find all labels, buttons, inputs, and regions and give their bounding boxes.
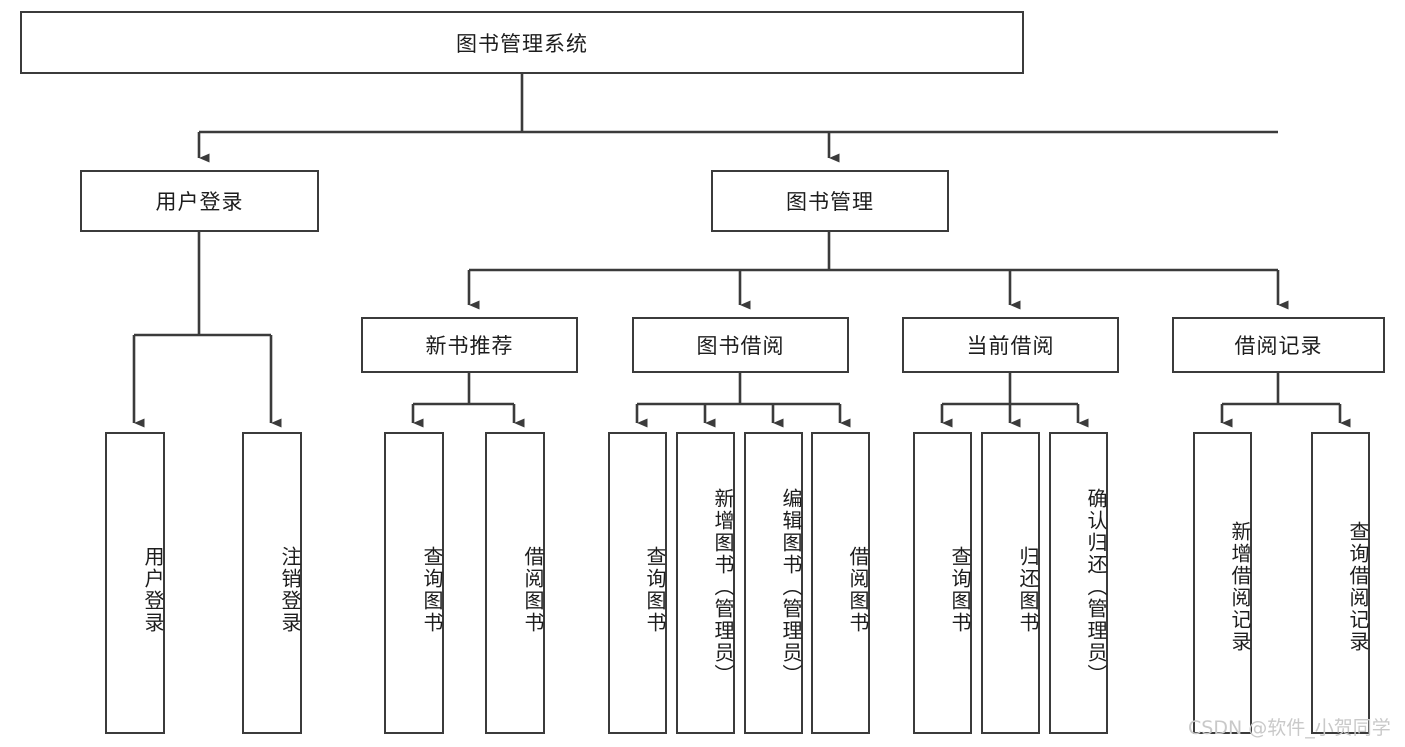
leaf-user-login-signout[interactable]: 注销登录 xyxy=(242,432,302,734)
watermark-text: CSDN @软件_小贺同学 xyxy=(1188,717,1391,739)
node-label: 当前借阅 xyxy=(966,334,1055,358)
leaf-book-borrow-borrow[interactable]: 借阅图书 xyxy=(811,432,870,734)
leaf-book-borrow-add[interactable]: 新增图书（管理员） xyxy=(676,432,735,734)
node-borrow-record[interactable]: 借阅记录 xyxy=(1172,317,1385,373)
node-label: 归还图书 xyxy=(1016,546,1040,634)
node-label: 编辑图书（管理员） xyxy=(779,488,803,686)
leaf-current-borrow-return[interactable]: 归还图书 xyxy=(981,432,1040,734)
leaf-book-borrow-edit[interactable]: 编辑图书（管理员） xyxy=(744,432,803,734)
node-root-system[interactable]: 图书管理系统 xyxy=(20,11,1024,74)
node-label: 查询图书 xyxy=(643,546,667,634)
node-label: 查询图书 xyxy=(420,546,444,634)
node-label: 查询图书 xyxy=(948,546,972,634)
node-label: 确认归还（管理员） xyxy=(1084,488,1108,686)
node-label: 借阅记录 xyxy=(1234,334,1323,358)
node-label: 图书借阅 xyxy=(696,334,785,358)
node-label: 新书推荐 xyxy=(425,334,514,358)
node-user-login[interactable]: 用户登录 xyxy=(80,170,319,232)
node-label: 用户登录 xyxy=(155,190,244,214)
leaf-new-book-query[interactable]: 查询图书 xyxy=(384,432,444,734)
leaf-borrow-record-add[interactable]: 新增借阅记录 xyxy=(1193,432,1252,734)
node-current-borrow[interactable]: 当前借阅 xyxy=(902,317,1119,373)
node-label: 用户登录 xyxy=(141,546,165,634)
leaf-current-borrow-confirm[interactable]: 确认归还（管理员） xyxy=(1049,432,1108,734)
node-label: 新增图书（管理员） xyxy=(711,488,735,686)
node-label: 图书管理 xyxy=(786,190,874,214)
leaf-user-login-signin[interactable]: 用户登录 xyxy=(105,432,165,734)
leaf-new-book-borrow[interactable]: 借阅图书 xyxy=(485,432,545,734)
node-label: 图书管理系统 xyxy=(456,31,588,56)
node-book-borrow[interactable]: 图书借阅 xyxy=(632,317,849,373)
node-book-manage[interactable]: 图书管理 xyxy=(711,170,949,232)
node-label: 新增借阅记录 xyxy=(1228,521,1252,653)
leaf-borrow-record-query[interactable]: 查询借阅记录 xyxy=(1311,432,1370,734)
node-label: 注销登录 xyxy=(278,546,302,634)
leaf-book-borrow-query[interactable]: 查询图书 xyxy=(608,432,667,734)
node-label: 查询借阅记录 xyxy=(1346,521,1370,653)
node-label: 借阅图书 xyxy=(846,546,870,634)
node-label: 借阅图书 xyxy=(521,546,545,634)
node-new-book-recommend[interactable]: 新书推荐 xyxy=(361,317,578,373)
leaf-current-borrow-query[interactable]: 查询图书 xyxy=(913,432,972,734)
